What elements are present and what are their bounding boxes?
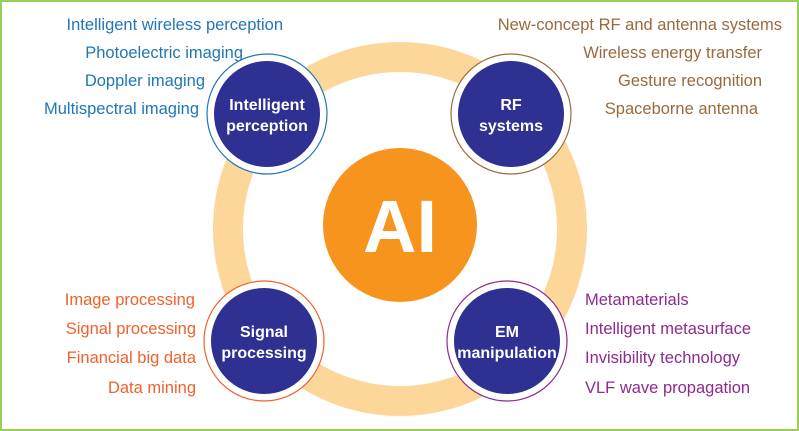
em-item-4: VLF wave propagation — [585, 379, 751, 397]
node-em-line1: EM — [495, 324, 519, 341]
perception-item-2: Photoelectric imaging — [85, 44, 243, 62]
node-rf-line2: systems — [479, 118, 543, 135]
perception-item-1: Intelligent wireless perception — [66, 16, 283, 34]
node-perception-line1: Intelligent — [229, 97, 305, 114]
ai-center-circle — [323, 148, 477, 302]
node-em-line2: manipulation — [457, 345, 557, 362]
em-item-1: Metamaterials — [585, 291, 689, 309]
rf-item-3: Gesture recognition — [618, 72, 762, 90]
node-rf-systems: RF systems — [450, 53, 572, 175]
connecting-ring — [213, 42, 587, 416]
node-perception-line2: perception — [226, 118, 308, 135]
signal-item-1: Image processing — [64, 291, 195, 309]
node-signal-line1: Signal — [240, 324, 288, 341]
node-rf-line1: RF — [500, 97, 522, 114]
rf-item-1: New-concept RF and antenna systems — [497, 16, 782, 34]
em-item-2: Intelligent metasurface — [585, 320, 752, 338]
node-signal-line2: processing — [221, 345, 306, 362]
perception-item-4: Multispectral imaging — [44, 100, 199, 118]
node-intelligent-perception: Intelligent perception — [206, 53, 328, 175]
em-item-3: Invisibility technology — [585, 349, 740, 367]
perception-item-3: Doppler imaging — [84, 72, 205, 90]
signal-item-4: Data mining — [107, 379, 196, 397]
signal-item-2: Signal processing — [65, 320, 196, 338]
ai-center-label: AI — [363, 185, 437, 268]
rf-item-4: Spaceborne antenna — [604, 100, 758, 118]
signal-item-3: Financial big data — [66, 349, 196, 367]
node-signal-processing: Signal processing — [203, 280, 325, 402]
node-em-manipulation: EM manipulation — [446, 280, 568, 402]
rf-item-2: Wireless energy transfer — [583, 44, 762, 62]
